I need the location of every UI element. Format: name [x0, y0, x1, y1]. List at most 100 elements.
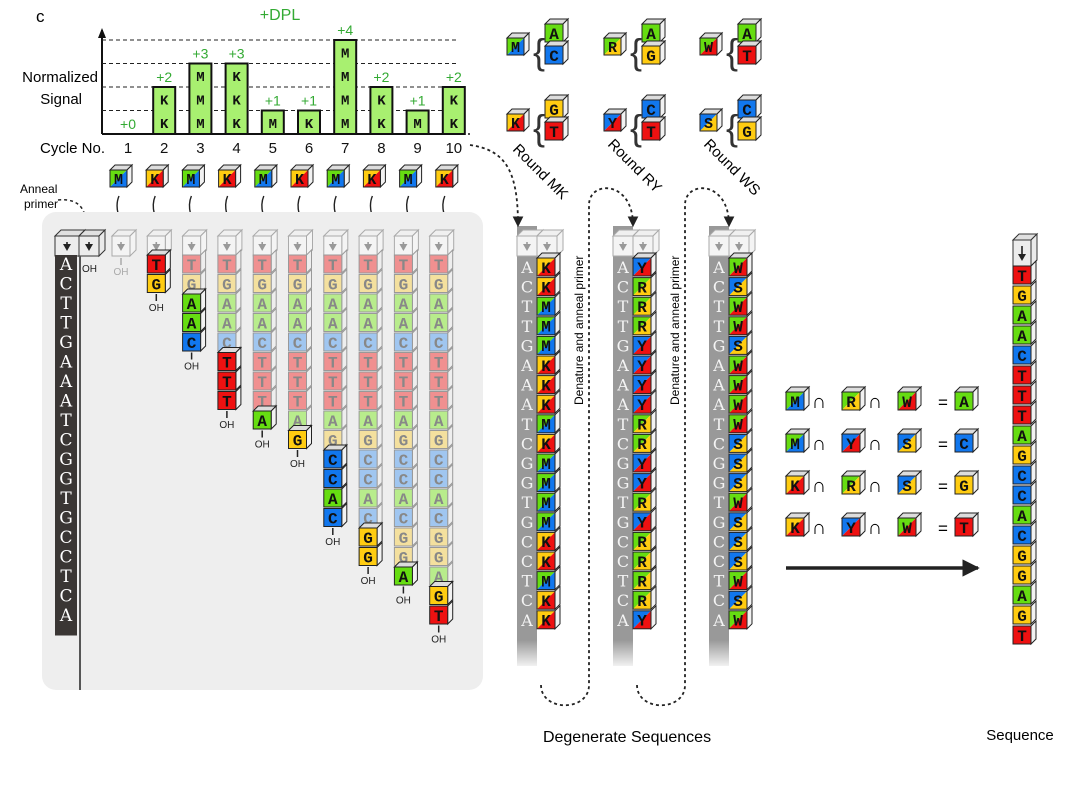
round-template-base: T — [522, 297, 533, 316]
cube-letter: W — [733, 613, 743, 631]
cube-letter: A — [1017, 508, 1027, 526]
cube-letter: G — [187, 276, 197, 294]
template-base: A — [59, 392, 73, 412]
new-base-cube-C: C — [323, 502, 348, 528]
round-template-base: A — [712, 395, 725, 414]
template-base: G — [59, 450, 73, 470]
final-base-cube-T: T — [1012, 379, 1037, 406]
cube-letter: R — [637, 299, 647, 317]
cube-letter: W — [733, 573, 743, 591]
degenerate-cube-R: R — [632, 408, 657, 435]
intersect-symbol: ∩ — [812, 475, 826, 497]
final-base-cube-G: G — [1012, 599, 1037, 626]
brace-icon: { — [630, 31, 642, 72]
cube-letter: G — [363, 276, 373, 294]
degenerate-cube-K: K — [536, 604, 561, 631]
prior-base-cube: A — [288, 307, 312, 333]
cube-letter: G — [399, 276, 409, 294]
cube-letter: Y — [637, 260, 647, 278]
round-template-base: T — [618, 317, 629, 336]
bar-letter: M — [341, 117, 349, 133]
cube-letter: M — [331, 172, 340, 189]
intersect-symbol: ∩ — [868, 433, 882, 455]
round-template-strand — [613, 226, 633, 666]
cube-letter: T — [742, 48, 752, 66]
bar-letter: K — [305, 117, 314, 133]
cube-letter: A — [959, 394, 969, 412]
cube-letter: C — [187, 335, 197, 353]
cube-letter: K — [541, 260, 551, 278]
increment-label: +2 — [373, 69, 389, 85]
cube-letter: K — [541, 279, 551, 297]
cube-letter: T — [151, 257, 161, 275]
cycle-mix-cube-K: K — [434, 163, 460, 189]
base-cube-A: A — [543, 17, 570, 44]
cube-letter: G — [293, 276, 303, 294]
prior-base-cube: G — [288, 268, 312, 294]
cube-letter: R — [637, 554, 647, 572]
degenerate-cube-K: K — [536, 545, 561, 572]
equals-symbol: = — [938, 519, 948, 538]
signal-bar — [405, 109, 430, 135]
cube-letter: G — [434, 549, 444, 567]
cycle-tick-label: 7 — [341, 140, 349, 157]
increment-label: +1 — [410, 93, 426, 109]
round-template-base: C — [617, 552, 629, 571]
cube-letter: A — [1017, 328, 1027, 346]
degenerate-cube-R: R — [632, 486, 657, 513]
oh-label: OH — [325, 537, 340, 548]
round-template-base: G — [617, 513, 630, 532]
final-base-cube-C: C — [1012, 479, 1037, 506]
cube-letter: G — [1017, 568, 1027, 586]
degenerate-cube-Y: Y — [632, 349, 657, 376]
degenerate-cube-R: R — [632, 428, 657, 454]
cube-letter: G — [434, 530, 444, 548]
round-template-base: C — [713, 532, 725, 551]
degenerate-cube-Y: Y — [632, 330, 657, 356]
round-template-base: A — [712, 376, 725, 395]
intersection-row-A: M∩R∩W=A — [784, 385, 980, 413]
base-cube-G: G — [543, 93, 570, 120]
cycle-tick-label: 2 — [160, 140, 168, 157]
term-cube-K: K — [784, 469, 811, 496]
cube-letter: W — [704, 40, 713, 57]
intersect-symbol: ∩ — [868, 517, 882, 539]
degenerate-cube-R: R — [632, 526, 657, 552]
cube-letter: A — [363, 413, 373, 431]
cube-letter: K — [541, 593, 551, 611]
round-template-base: A — [712, 611, 725, 630]
cube-letter: G — [1017, 448, 1027, 466]
round-template-base: T — [714, 297, 725, 316]
final-base-cube-G: G — [1012, 279, 1037, 306]
final-base-cube-T: T — [1012, 359, 1037, 386]
signal-bar — [441, 86, 466, 135]
round-template-base: T — [618, 415, 629, 434]
template-base: T — [60, 314, 72, 334]
template-base: T — [60, 567, 72, 587]
prior-base-cube: G — [252, 268, 277, 294]
round-ws: Round WSACTTGAAATCGGTGCCTCAWSWWSWWWWSSSW… — [700, 136, 763, 670]
cube-letter: T — [293, 257, 303, 275]
cube-letter: C — [959, 436, 969, 454]
final-base-cube-C: C — [1012, 519, 1037, 546]
prior-base-cube: C — [429, 502, 454, 528]
legend-entry-S: S{CG — [698, 93, 763, 148]
cube-letter: T — [328, 374, 338, 392]
cube-letter: Y — [637, 456, 647, 474]
degenerate-cube-S: S — [728, 584, 753, 611]
oh-label: OH — [82, 264, 97, 275]
cube-letter: S — [733, 279, 743, 297]
degenerate-cube-R: R — [632, 565, 657, 591]
cube-letter: C — [399, 471, 409, 489]
degenerate-cube-M: M — [536, 486, 561, 513]
down-arrow-head — [399, 244, 408, 251]
term-cube-S: S — [896, 427, 923, 454]
degenerate-cube-M: M — [536, 408, 561, 435]
term-cube-M: M — [784, 385, 811, 412]
prior-base-cube: A — [252, 287, 277, 314]
cube-letter: Y — [608, 116, 617, 133]
degenerate-rounds: Round MKACTTGAAATCGGTGCCTCAKKMMMKKKMKMMM… — [469, 136, 763, 706]
cube-letter: S — [733, 515, 743, 533]
cube-letter: T — [187, 257, 197, 275]
term-cube-K: K — [784, 511, 811, 538]
